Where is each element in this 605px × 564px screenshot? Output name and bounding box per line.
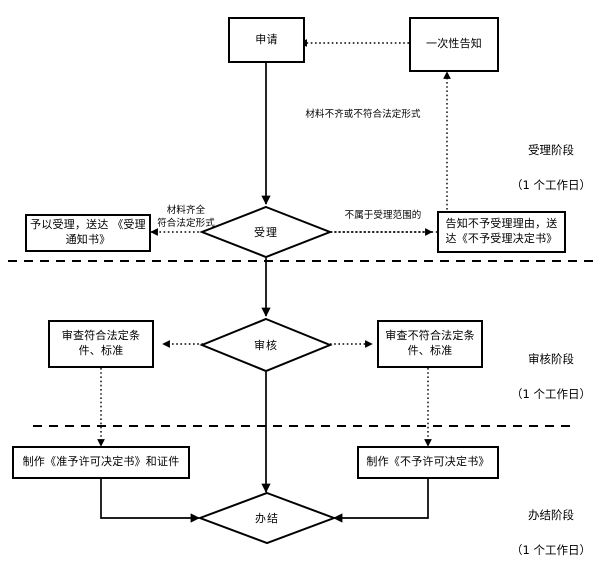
node-accept-yes[interactable]: 予以受理，送达 《受理通知书》 bbox=[25, 214, 151, 252]
stage-label-complete-name: 办结阶段 bbox=[528, 508, 574, 523]
node-review-fail-label: 审查不符合法定条 件、标准 bbox=[385, 329, 475, 357]
edge-label-materials-complete: 材料齐全 符合法定形式 bbox=[140, 193, 232, 230]
node-complete[interactable]: 办结 bbox=[197, 491, 337, 545]
node-accept-no-label: 告知不予受理理由，送 达《不予受理决定书》 bbox=[445, 217, 558, 245]
node-accept[interactable]: 受理 bbox=[199, 205, 333, 259]
node-permit-grant-label: 制作《准予许可决定书》和证件 bbox=[22, 455, 180, 469]
edge-label-out-of-scope-text: 不属于受理范围的 bbox=[344, 210, 422, 222]
node-accept-shape bbox=[199, 205, 333, 259]
stage-label-accept: 受理阶段 （1 个工作日） bbox=[501, 125, 601, 211]
node-permit-grant[interactable]: 制作《准予许可决定书》和证件 bbox=[12, 446, 190, 479]
node-permit-deny[interactable]: 制作《不予许可决定书》 bbox=[357, 446, 499, 479]
node-complete-shape bbox=[197, 491, 337, 545]
edge-label-materials-complete-text: 材料齐全 符合法定形式 bbox=[157, 205, 215, 229]
node-review[interactable]: 审核 bbox=[199, 317, 333, 373]
node-one-time-notice-label: 一次性告知 bbox=[426, 37, 482, 51]
edge-accept-to-notice bbox=[272, 71, 451, 233]
edge-label-incomplete-materials: 材料不齐或不符合法定形式 bbox=[283, 97, 443, 122]
stage-label-review: 审核阶段 （1 个工作日） bbox=[501, 334, 601, 420]
node-review-pass[interactable]: 审查符合法定条 件、标准 bbox=[48, 320, 154, 368]
node-review-pass-label: 审查符合法定条 件、标准 bbox=[61, 329, 141, 357]
node-review-shape bbox=[199, 317, 333, 373]
stage-label-complete-duration: （1 个工作日） bbox=[511, 542, 591, 557]
node-accept-yes-label: 予以受理，送达 《受理通知书》 bbox=[30, 218, 146, 246]
stage-label-accept-name: 受理阶段 bbox=[528, 143, 574, 158]
stage-label-complete: 办结阶段 （1 个工作日） bbox=[501, 490, 601, 564]
stage-label-review-name: 审核阶段 bbox=[528, 352, 574, 367]
node-accept-label: 受理 bbox=[254, 226, 278, 239]
node-review-fail[interactable]: 审查不符合法定条 件、标准 bbox=[377, 320, 483, 368]
node-review-label: 审核 bbox=[254, 339, 278, 352]
node-apply-label: 申请 bbox=[255, 32, 278, 46]
stage-label-accept-duration: （1 个工作日） bbox=[511, 177, 591, 192]
edge-label-out-of-scope: 不属于受理范围的 bbox=[328, 198, 438, 223]
node-apply[interactable]: 申请 bbox=[228, 17, 305, 63]
node-one-time-notice[interactable]: 一次性告知 bbox=[409, 17, 499, 72]
edge-grant-to-complete bbox=[100, 479, 200, 523]
node-complete-label: 办结 bbox=[255, 512, 279, 525]
node-permit-deny-label: 制作《不予许可决定书》 bbox=[366, 455, 490, 469]
stage-label-review-duration: （1 个工作日） bbox=[511, 386, 591, 401]
edge-label-incomplete-materials-text: 材料不齐或不符合法定形式 bbox=[305, 109, 421, 121]
edge-deny-to-complete bbox=[333, 479, 429, 523]
node-accept-no[interactable]: 告知不予受理理由，送 达《不予受理决定书》 bbox=[437, 211, 566, 253]
